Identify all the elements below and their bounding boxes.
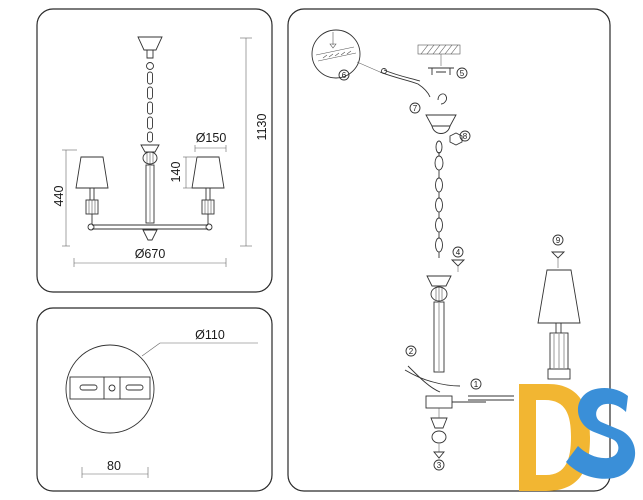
logo-letter-s bbox=[566, 388, 636, 479]
callout-4: 4 bbox=[456, 248, 461, 257]
dimension-mount-width: 80 bbox=[107, 459, 121, 473]
callout-7-marker bbox=[409, 102, 421, 114]
callout-9-marker bbox=[552, 234, 564, 246]
callout-6a: 6 bbox=[342, 71, 347, 80]
assembly-panel bbox=[287, 8, 611, 492]
dimension-panel bbox=[36, 8, 273, 293]
callout-markers: 1 2 3 4 5 6 6 7 8 9 bbox=[338, 67, 564, 471]
callout-6b-marker bbox=[459, 130, 471, 142]
callout-4-marker bbox=[452, 246, 464, 258]
dimension-canopy-diameter: Ø110 bbox=[195, 328, 225, 342]
dimension-shade-diameter: Ø150 bbox=[196, 131, 227, 145]
ds-logo bbox=[519, 384, 636, 491]
callout-7: 7 bbox=[413, 104, 418, 113]
canopy-panel bbox=[36, 307, 273, 492]
callout-6a-marker bbox=[338, 69, 350, 81]
assembly-drawing bbox=[311, 29, 581, 459]
callout-2-marker bbox=[405, 345, 417, 357]
dimension-height-lower: 440 bbox=[52, 186, 66, 207]
callout-3-marker bbox=[433, 459, 445, 471]
dimension-lines bbox=[62, 37, 252, 267]
callout-1-marker bbox=[470, 378, 482, 390]
callout-5: 5 bbox=[460, 69, 465, 78]
chandelier-outline bbox=[75, 36, 225, 241]
dimension-shade-height: 140 bbox=[169, 162, 183, 183]
callout-5-marker bbox=[456, 67, 468, 79]
callout-3: 3 bbox=[437, 461, 442, 470]
callout-1: 1 bbox=[474, 380, 479, 389]
callout-2: 2 bbox=[409, 347, 414, 356]
canopy-mount-drawing bbox=[65, 342, 258, 478]
callout-9: 9 bbox=[556, 236, 561, 245]
dimension-height-total: 1130 bbox=[255, 114, 269, 141]
dimension-span-diameter: Ø670 bbox=[135, 247, 166, 261]
callout-8: 8 bbox=[463, 132, 468, 141]
logo-letter-d bbox=[519, 384, 590, 491]
